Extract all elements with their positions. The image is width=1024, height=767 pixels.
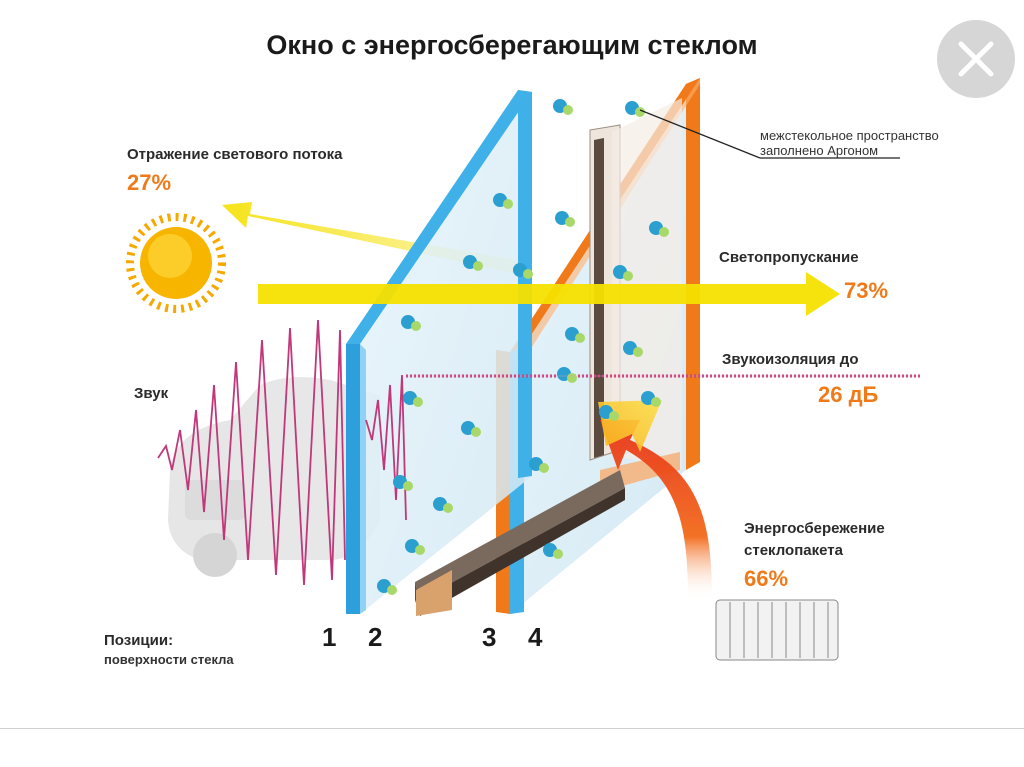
transmission-arrow (258, 272, 840, 316)
window-frame (589, 98, 682, 492)
radiator-icon (715, 599, 839, 661)
argon-note-line1: межстекольное пространство (760, 128, 939, 143)
window-sill (415, 470, 625, 616)
energy-saving-line2: стеклопакета (744, 542, 843, 559)
position-number-1: 1 (322, 622, 337, 652)
energy-saving-line1: Энергосбережение (744, 520, 885, 537)
close-icon (958, 41, 994, 77)
transmission-label: Светопропускание (719, 249, 859, 266)
argon-leader-line (639, 109, 900, 159)
position-number-2: 2 (368, 622, 383, 652)
sound-insulation-label: Звукоизоляция до (722, 351, 859, 368)
reflection-label: Отражение светового потока (127, 146, 343, 163)
sun-icon (126, 213, 226, 313)
page-title: Окно с энергосберегающим стеклом (266, 30, 758, 60)
argon-molecule-icon (377, 99, 669, 595)
sound-insulation-value: 26 дБ (818, 382, 879, 407)
positions-label-line2: поверхности стекла (104, 652, 234, 667)
car-icon (168, 376, 380, 577)
reflection-value: 27% (127, 170, 172, 195)
argon-note-line2: заполнено Аргоном (760, 143, 879, 158)
positions-label-line1: Позиции: (104, 632, 174, 649)
position-number-3: 3 (482, 622, 497, 652)
close-button[interactable] (937, 20, 1015, 98)
sound-label: Звук (134, 385, 169, 402)
energy-saving-value: 66% (744, 566, 789, 591)
position-number-4: 4 (528, 622, 543, 652)
sound-wave (157, 319, 920, 586)
transmission-value: 73% (844, 278, 889, 303)
bottom-divider (0, 728, 1024, 729)
